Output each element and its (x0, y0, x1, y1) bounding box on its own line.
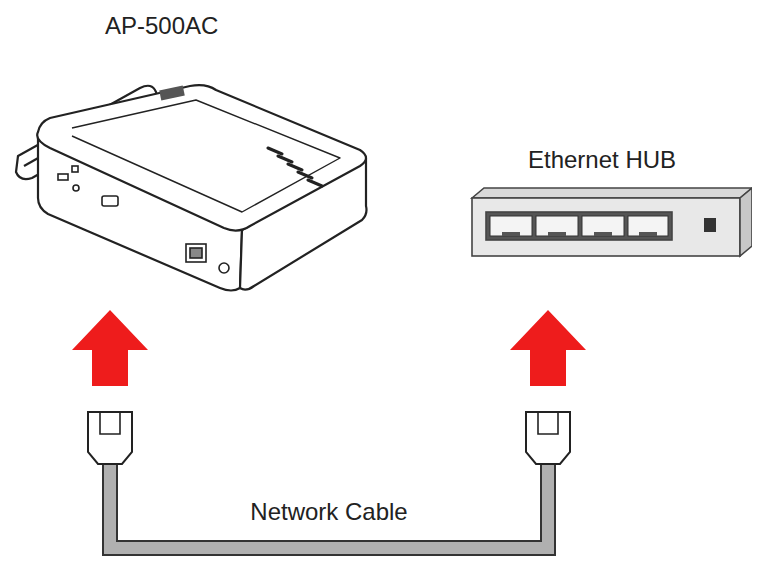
cable-label: Network Cable (246, 498, 411, 526)
hub-illustration (462, 182, 752, 262)
hub-node: Ethernet HUB (462, 142, 754, 264)
router-node: AP-500AC (10, 8, 370, 290)
device-label: Ethernet HUB (528, 146, 676, 174)
device-label: AP-500AC (105, 12, 218, 40)
network-cable (72, 310, 586, 548)
router-illustration (10, 48, 370, 298)
